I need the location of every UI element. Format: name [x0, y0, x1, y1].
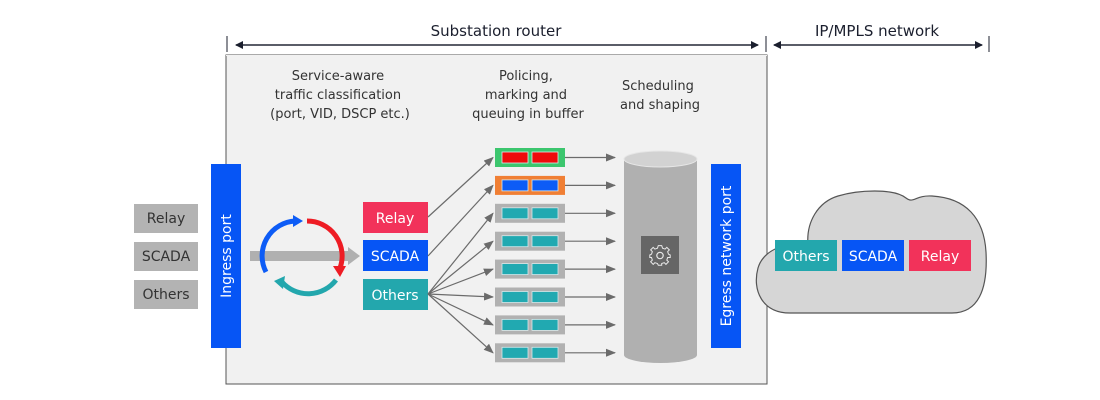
- classifier-to-queue-arrow: [427, 293, 494, 354]
- queue-packet: [501, 318, 529, 331]
- queue-packet: [501, 346, 529, 359]
- input-box-scada: [134, 242, 198, 271]
- queue-packet: [501, 235, 529, 248]
- queue-packet: [501, 151, 529, 164]
- input-label-scada: SCADA: [142, 249, 191, 265]
- cloud-label-relay: Relay: [921, 249, 959, 265]
- ingress-port: [211, 164, 241, 348]
- input-box-others: [134, 280, 198, 309]
- classifier-to-queue-arrow: [427, 156, 494, 218]
- queue-packet: [501, 179, 529, 192]
- router-span-dimension: Substation router: [226, 22, 767, 52]
- classification-stage-label: Service-aware traffic classification (po…: [270, 69, 410, 122]
- classifier-to-queue-arrow: [427, 292, 494, 301]
- classification-line-1: Service-aware: [292, 69, 384, 84]
- queue-buffers: [427, 148, 616, 363]
- input-label-relay: Relay: [147, 211, 185, 227]
- policing-line-3: queuing in buffer: [472, 107, 584, 122]
- queue-packet: [501, 207, 529, 220]
- egress-port-label: Egress network port: [719, 185, 735, 326]
- cloud-label-scada: SCADA: [849, 249, 898, 265]
- class-box-scada: [363, 240, 428, 271]
- queue-packet: [501, 263, 529, 276]
- class-label-scada: SCADA: [371, 249, 420, 265]
- classified-traffic: Relay SCADA Others: [363, 202, 428, 310]
- classifier-to-queue-arrow: [427, 268, 494, 295]
- classifier-to-queue-arrow: [427, 212, 494, 295]
- network-span-label: IP/MPLS network: [815, 22, 939, 40]
- class-box-others: [363, 279, 428, 310]
- classifier-to-queue-arrow: [427, 184, 494, 257]
- queue-packet: [531, 346, 559, 359]
- policing-line-1: Policing,: [499, 69, 553, 84]
- gear-icon: [641, 236, 679, 274]
- cycle-arrows-icon: [250, 215, 360, 297]
- class-label-relay: Relay: [376, 211, 414, 227]
- router-span-label: Substation router: [431, 22, 563, 40]
- classifier-to-queue-arrow: [427, 293, 494, 326]
- cloud-box-others: [775, 240, 837, 271]
- scheduling-line-1: Scheduling: [622, 79, 694, 94]
- queue-packet: [501, 291, 529, 303]
- classification-line-3: (port, VID, DSCP etc.): [270, 107, 410, 122]
- queue-packet: [531, 235, 559, 248]
- policing-stage-label: Policing, marking and queuing in buffer: [472, 69, 584, 122]
- queue-packet: [531, 151, 559, 164]
- cloud-label-others: Others: [782, 249, 829, 265]
- input-label-others: Others: [142, 287, 189, 303]
- class-box-relay: [363, 202, 428, 233]
- scheduling-stage-label: Scheduling and shaping: [620, 79, 700, 113]
- queue-packet: [531, 207, 559, 220]
- queue-packet: [531, 318, 559, 331]
- ip-mpls-cloud: Others SCADA Relay: [755, 190, 987, 314]
- egress-network-port: [711, 164, 741, 348]
- queue-packet: [531, 263, 559, 276]
- input-box-relay: [134, 204, 198, 233]
- class-label-others: Others: [371, 288, 418, 304]
- classification-line-2: traffic classification: [275, 88, 401, 103]
- scheduling-line-2: and shaping: [620, 98, 700, 113]
- cloud-box-scada: [842, 240, 904, 271]
- queue-packet: [531, 291, 559, 303]
- policing-line-2: marking and: [485, 88, 567, 103]
- cloud-box-relay: [909, 240, 971, 271]
- classifier-to-queue-arrow: [427, 240, 494, 295]
- queue-packet: [531, 179, 559, 192]
- ingress-port-label: Ingress port: [219, 214, 235, 298]
- network-span-dimension: IP/MPLS network: [773, 22, 990, 52]
- input-traffic: Relay SCADA Others: [134, 204, 198, 309]
